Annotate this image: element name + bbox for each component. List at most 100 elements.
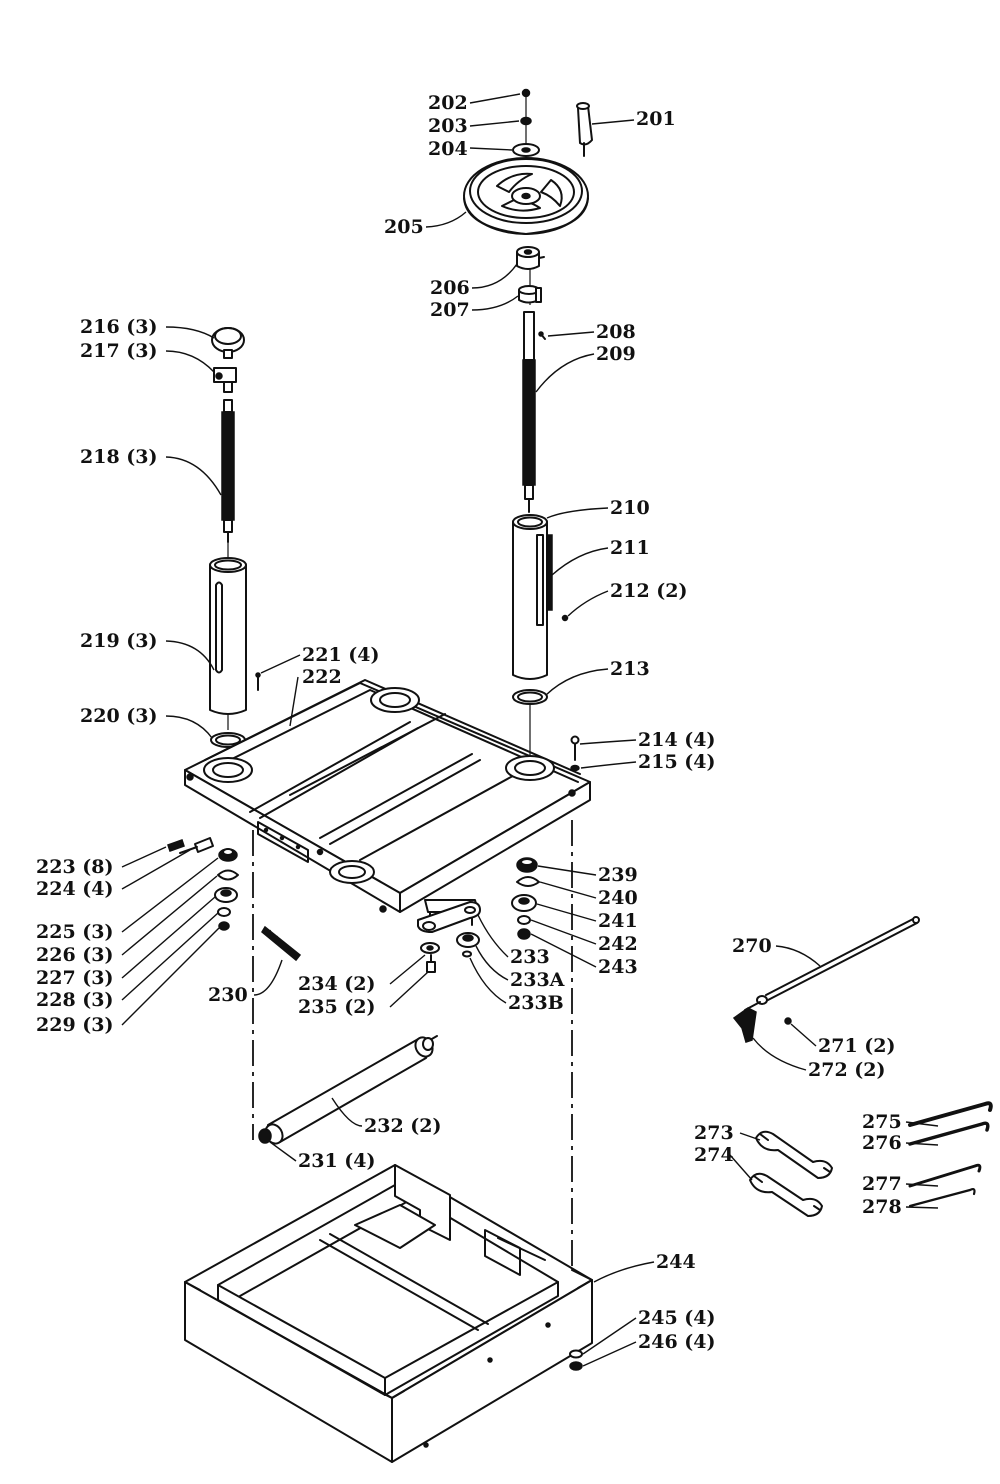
right-column-assembly: [512, 514, 569, 705]
part-275-hex-key: [908, 1101, 993, 1127]
part-278-hex-key: [908, 1188, 976, 1208]
part-222-base-plate: [184, 679, 591, 926]
label-272: 272 (2): [808, 1059, 885, 1081]
part-240-retaining-ring: [516, 876, 540, 887]
assembly-centerlines: [227, 95, 573, 1355]
left-column-assembly: [209, 327, 247, 748]
part-228-washer: [217, 907, 231, 917]
part-277-hex-key: [908, 1163, 982, 1188]
part-229-nut: [218, 921, 230, 931]
part-233a-sprocket: [456, 932, 480, 948]
label-201: 201: [636, 108, 676, 130]
part-204-hub-plate: [512, 143, 540, 157]
handwheel-assembly: [463, 88, 593, 513]
part-215-washer: [570, 764, 580, 772]
label-218: 218 (3): [80, 446, 157, 468]
part-234-washer: [420, 942, 440, 954]
label-213: 213: [610, 658, 650, 680]
label-221: 221 (4): [302, 644, 379, 666]
part-274-wrench: [749, 1172, 823, 1217]
part-224-stud: [179, 837, 214, 854]
leader-lines: [121, 93, 939, 1367]
label-233: 233: [510, 946, 550, 968]
label-225: 225 (3): [36, 921, 113, 943]
label-241: 241: [598, 910, 638, 932]
label-229: 229 (3): [36, 1014, 113, 1036]
label-212: 212 (2): [610, 580, 687, 602]
part-226-retaining-ring: [217, 869, 239, 881]
label-223: 223 (8): [36, 856, 113, 878]
label-275: 275: [862, 1111, 902, 1133]
label-215: 215 (4): [638, 751, 715, 773]
label-208: 208: [596, 321, 636, 343]
part-213-ring: [512, 689, 548, 705]
label-240: 240: [598, 887, 638, 909]
part-243-nut: [517, 928, 531, 940]
part-207-bracket: [518, 285, 542, 304]
part-221-pin: [255, 672, 261, 691]
part-270-crank-rod: [756, 916, 920, 1005]
label-233a: 233A: [510, 969, 565, 991]
label-274: 274: [694, 1144, 734, 1166]
part-244-stand-base: [184, 1164, 593, 1463]
label-244: 244: [656, 1251, 696, 1273]
label-246: 246 (4): [638, 1331, 715, 1353]
label-278: 278: [862, 1196, 902, 1218]
label-205: 205: [384, 216, 424, 238]
label-270: 270: [732, 935, 772, 957]
label-226: 226 (3): [36, 944, 113, 966]
label-219: 219 (3): [80, 630, 157, 652]
part-217-bracket: [213, 367, 237, 393]
label-235: 235 (2): [298, 996, 375, 1018]
label-217: 217 (3): [80, 340, 157, 362]
right-small-parts: [417, 857, 540, 973]
part-241-sprocket: [511, 894, 537, 912]
part-245-foot: [569, 1349, 583, 1359]
part-212-rivets: [561, 614, 569, 622]
part-219-column-tube: [209, 557, 247, 715]
part-242-washer: [517, 915, 531, 925]
label-230: 230: [208, 984, 248, 1006]
part-276-hex-key: [908, 1121, 990, 1146]
part-205-handwheel: [463, 157, 589, 235]
part-271-pin: [784, 1017, 792, 1025]
part-206-collar: [516, 246, 545, 270]
tool-parts: [732, 916, 993, 1217]
label-220: 220 (3): [80, 705, 157, 727]
part-235-bolt: [426, 954, 436, 973]
label-231: 231 (4): [298, 1150, 375, 1172]
label-242: 242: [598, 933, 638, 955]
label-207: 207: [430, 299, 470, 321]
part-209-lead-screw: [522, 311, 536, 513]
label-211: 211: [610, 537, 650, 559]
part-233-idler-arm: [417, 901, 481, 933]
part-273-wrench: [755, 1130, 833, 1179]
part-210-column-tube: [512, 514, 548, 680]
part-227-sprocket: [214, 887, 238, 903]
part-203-washer: [520, 116, 532, 126]
label-227: 227 (3): [36, 967, 113, 989]
part-216-knob: [211, 327, 245, 359]
label-222: 222: [302, 666, 342, 688]
label-206: 206: [430, 277, 470, 299]
label-239: 239: [598, 864, 638, 886]
label-234: 234 (2): [298, 973, 375, 995]
part-225-bearing: [218, 848, 238, 862]
label-214: 214 (4): [638, 729, 715, 751]
part-202-nut: [521, 88, 531, 98]
label-273: 273: [694, 1122, 734, 1144]
part-246-nut: [569, 1361, 583, 1371]
part-211-scale: [546, 534, 553, 611]
part-218-lead-screw: [221, 399, 235, 543]
label-202: 202: [428, 92, 468, 114]
label-224: 224 (4): [36, 878, 113, 900]
label-271: 271 (2): [818, 1035, 895, 1057]
label-276: 276: [862, 1132, 902, 1154]
part-239-bearing: [516, 857, 538, 873]
part-214-screw: [570, 735, 580, 761]
label-277: 277: [862, 1173, 902, 1195]
label-209: 209: [596, 343, 636, 365]
part-223-set-screw: [167, 839, 185, 852]
roller-assembly: [258, 1035, 438, 1145]
